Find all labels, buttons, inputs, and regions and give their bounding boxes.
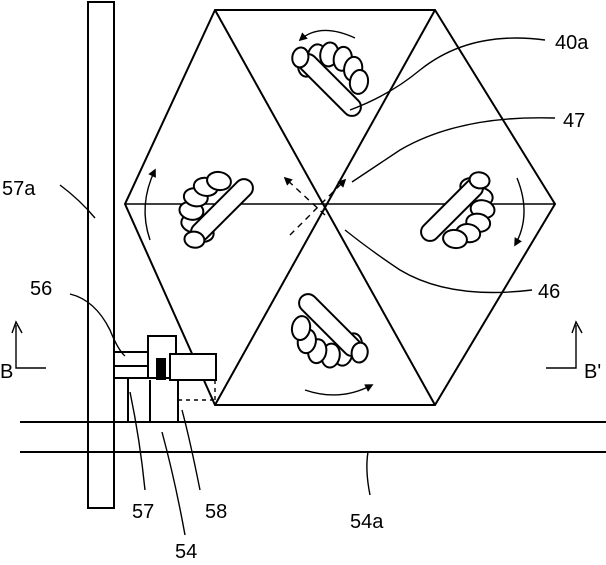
label-46: 46 bbox=[538, 281, 560, 303]
label-b: B bbox=[0, 361, 13, 383]
label-58: 58 bbox=[205, 501, 227, 523]
label-54a: 54a bbox=[350, 511, 384, 533]
section-mark-b bbox=[12, 322, 46, 368]
label-57: 57 bbox=[132, 501, 154, 523]
label-56: 56 bbox=[30, 278, 52, 300]
label-47: 47 bbox=[563, 110, 585, 132]
label-40a: 40a bbox=[555, 32, 589, 54]
label-54: 54 bbox=[175, 541, 197, 563]
section-mark-b-prime bbox=[546, 322, 582, 368]
label-57a: 57a bbox=[2, 178, 36, 200]
label-b-prime: B' bbox=[584, 361, 601, 383]
